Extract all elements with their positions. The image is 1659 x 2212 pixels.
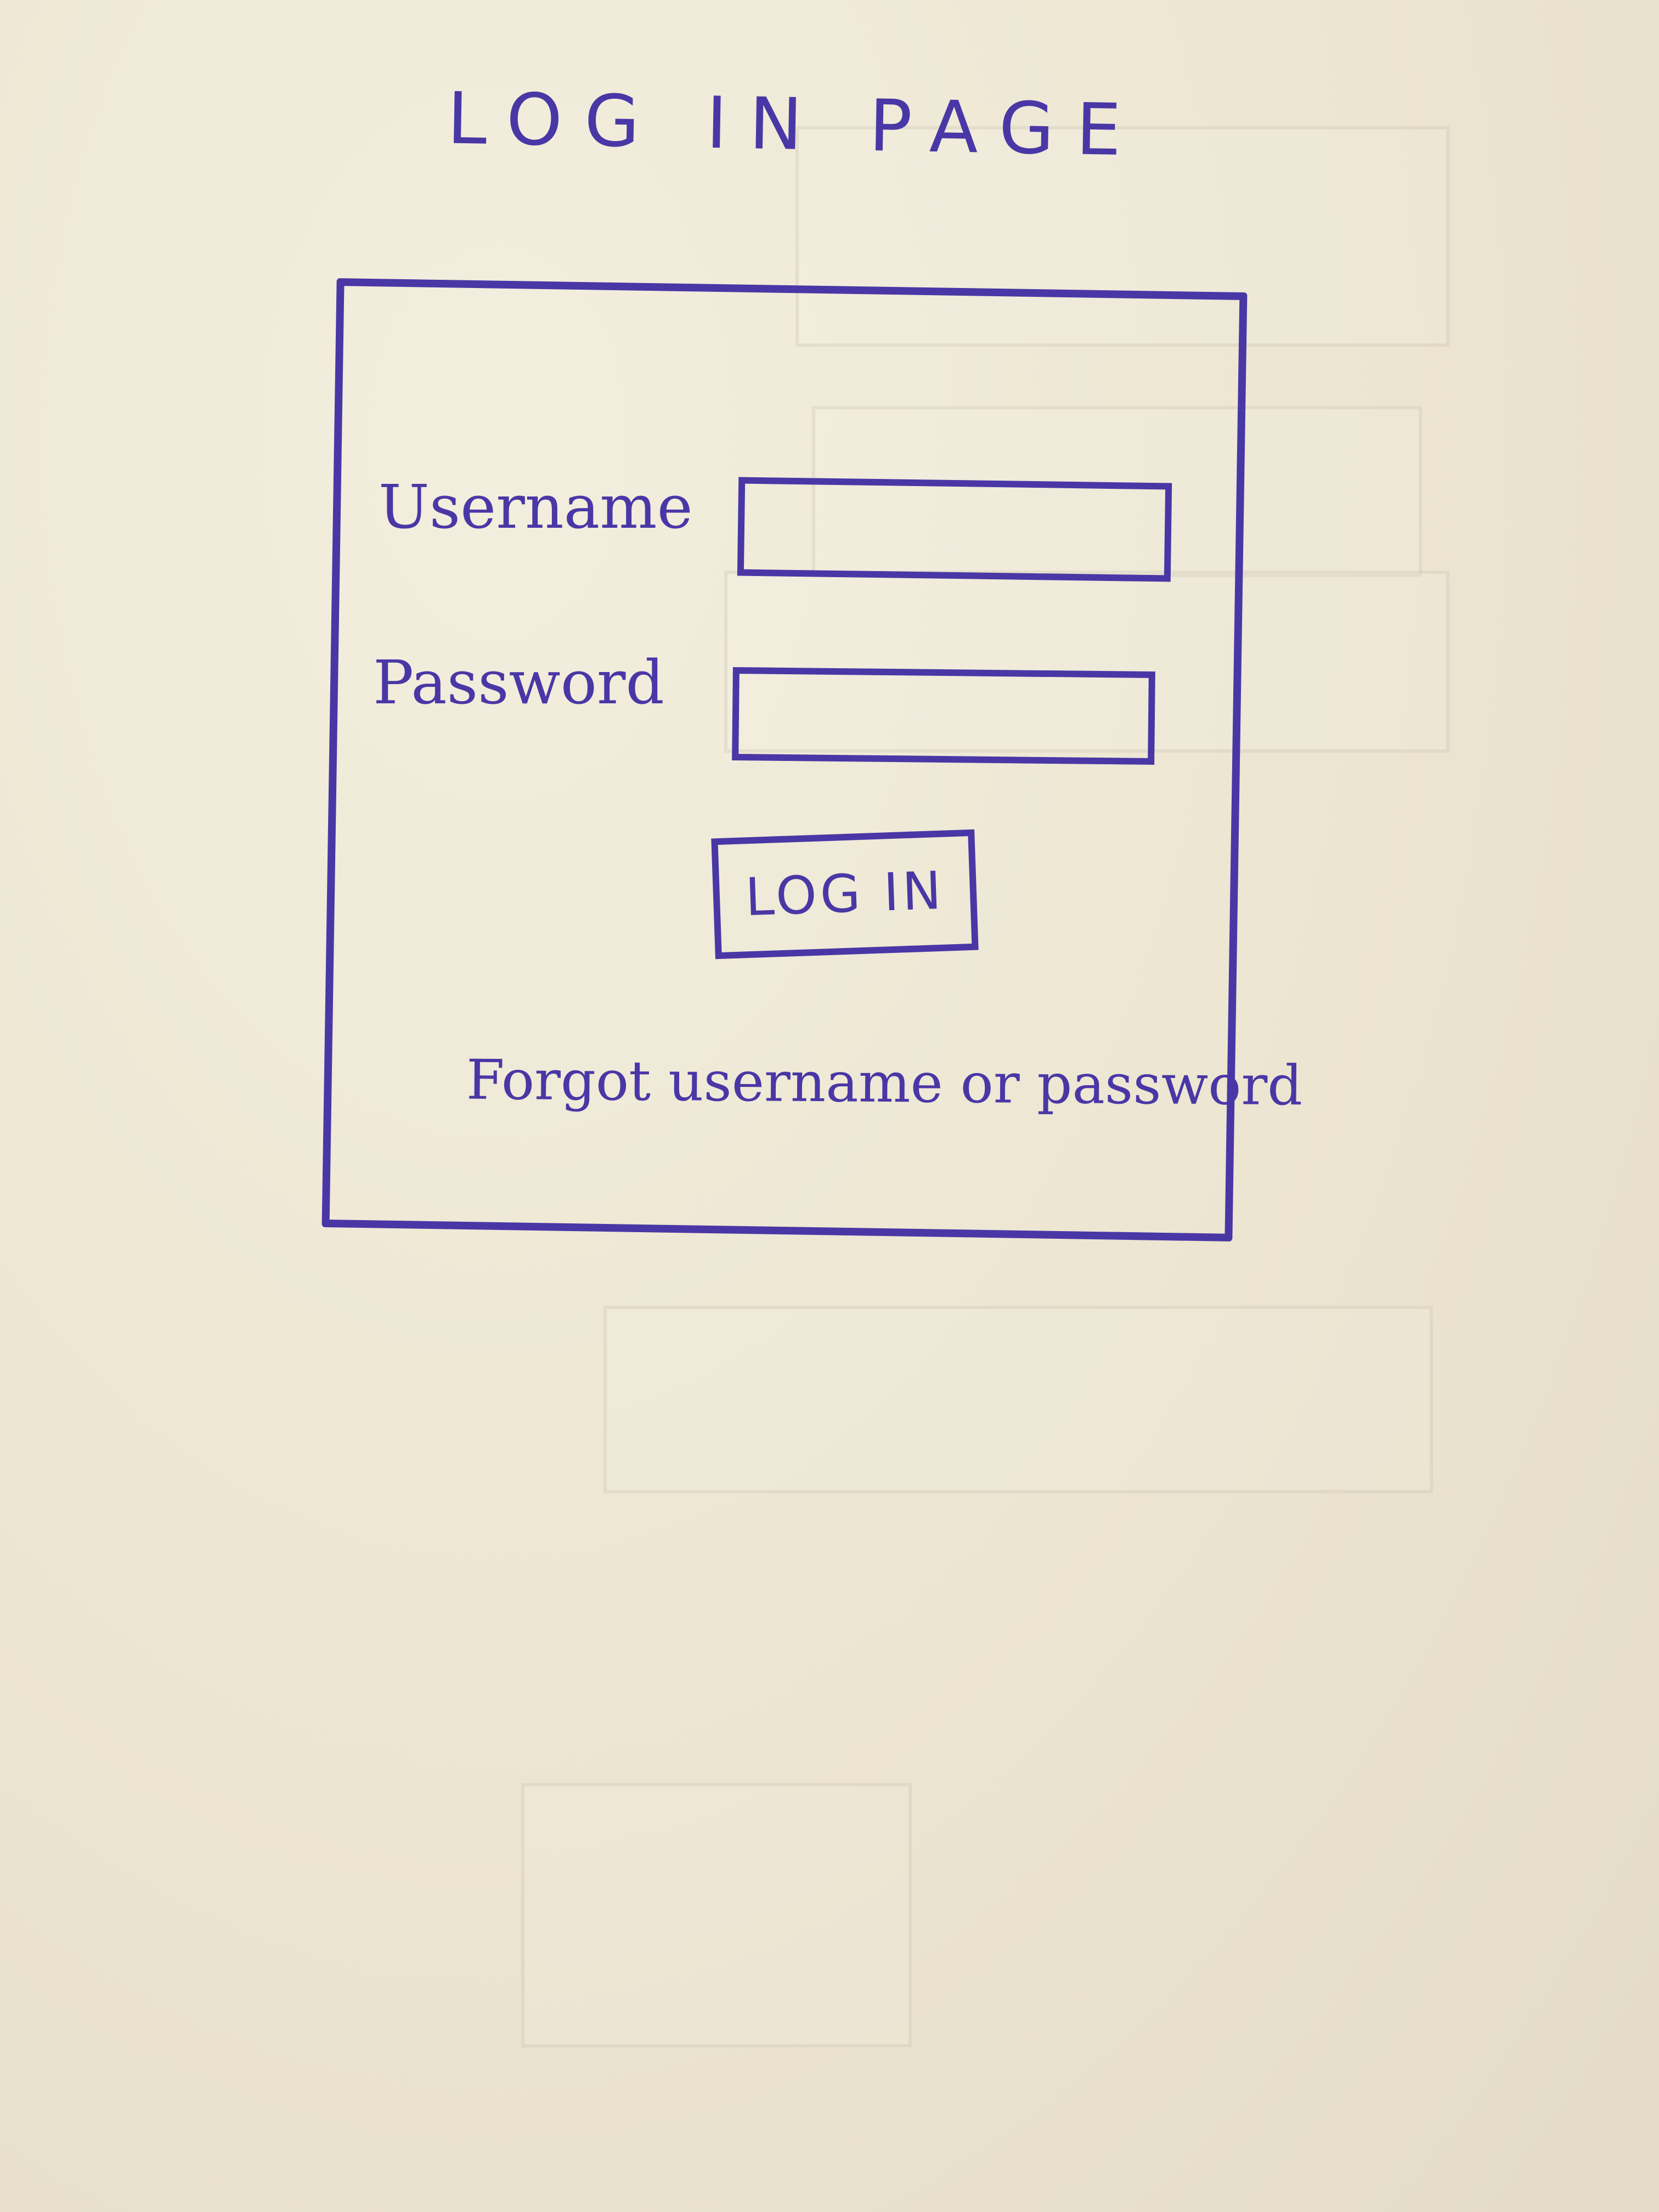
password-label: Password (373, 647, 664, 718)
page-title: LOG IN PAGE (446, 76, 1144, 172)
password-input[interactable] (732, 667, 1155, 765)
username-input[interactable] (737, 477, 1172, 582)
username-label: Username (379, 472, 693, 542)
forgot-credentials-link[interactable]: Forgot username or password (466, 1047, 1303, 1118)
login-button[interactable]: LOG IN (711, 829, 979, 960)
bleed-through-shape (521, 1783, 912, 2047)
bleed-through-shape (603, 1306, 1433, 1493)
bleed-through-shape (795, 126, 1449, 347)
